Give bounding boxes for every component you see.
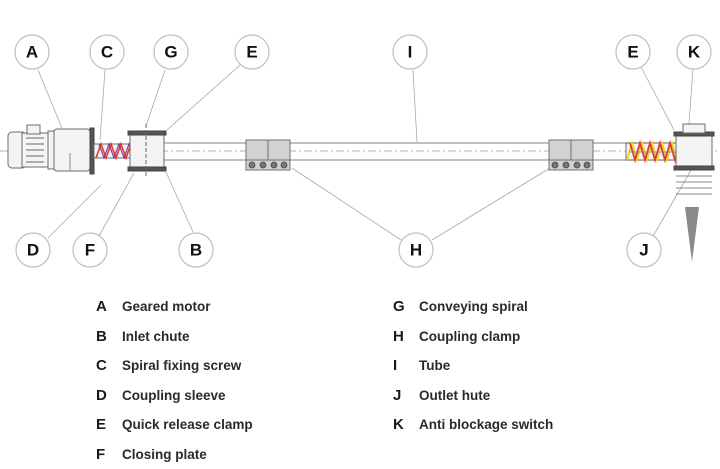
legend-label: Spiral fixing screw — [122, 358, 241, 373]
legend-label: Inlet chute — [122, 329, 190, 344]
legend-label: Anti blockage switch — [419, 417, 553, 432]
legend-item: D Coupling sleeve — [96, 381, 253, 411]
leader-i — [413, 70, 417, 142]
leader-b — [166, 172, 193, 232]
legend-item: H Coupling clamp — [393, 322, 553, 352]
legend-letter: K — [393, 416, 419, 433]
callout-e-right: E — [616, 35, 650, 69]
svg-text:G: G — [164, 43, 177, 62]
geared-motor — [8, 125, 94, 174]
legend-item: A Geared motor — [96, 292, 253, 322]
legend-label: Quick release clamp — [122, 417, 253, 432]
legend-label: Conveying spiral — [419, 299, 528, 314]
svg-text:K: K — [688, 43, 701, 62]
legend-letter: H — [393, 328, 419, 345]
callout-k: K — [677, 35, 711, 69]
legend-letter: E — [96, 416, 122, 433]
svg-text:E: E — [627, 43, 638, 62]
legend-left: A Geared motor B Inlet chute C Spiral fi… — [96, 292, 253, 469]
leader-h2 — [432, 168, 550, 240]
leader-e1 — [167, 65, 240, 130]
legend-right: G Conveying spiral H Coupling clamp I Tu… — [393, 292, 553, 440]
leader-c — [100, 70, 105, 140]
legend-item: C Spiral fixing screw — [96, 351, 253, 381]
legend-item: K Anti blockage switch — [393, 410, 553, 440]
outlet-chute — [674, 124, 714, 262]
callout-g: G — [154, 35, 188, 69]
callout-a: A — [15, 35, 49, 69]
svg-text:C: C — [101, 43, 113, 62]
coupling-clamp-2 — [549, 140, 593, 170]
callout-j: J — [627, 233, 661, 267]
legend-letter: D — [96, 387, 122, 404]
callout-i: I — [393, 35, 427, 69]
callout-c: C — [90, 35, 124, 69]
legend-letter: G — [393, 298, 419, 315]
svg-text:H: H — [410, 241, 422, 260]
callout-f: F — [73, 233, 107, 267]
svg-text:I: I — [408, 43, 413, 62]
leader-h1 — [292, 168, 401, 240]
legend-letter: I — [393, 357, 419, 374]
legend-letter: B — [96, 328, 122, 345]
legend-item: E Quick release clamp — [96, 410, 253, 440]
svg-text:A: A — [26, 43, 38, 62]
inlet-chute — [128, 124, 166, 178]
legend-label: Outlet hute — [419, 388, 490, 403]
svg-text:D: D — [27, 241, 39, 260]
legend-label: Tube — [419, 358, 450, 373]
legend-letter: J — [393, 387, 419, 404]
callout-e-left: E — [235, 35, 269, 69]
legend-letter: F — [96, 446, 122, 463]
svg-text:J: J — [639, 241, 648, 260]
legend-label: Geared motor — [122, 299, 211, 314]
legend-item: F Closing plate — [96, 440, 253, 469]
legend-label: Coupling clamp — [419, 329, 520, 344]
callout-d: D — [16, 233, 50, 267]
legend-item: J Outlet hute — [393, 381, 553, 411]
legend-item: B Inlet chute — [96, 322, 253, 352]
legend-letter: C — [96, 357, 122, 374]
leader-e2 — [640, 65, 674, 130]
callout-h: H — [399, 233, 433, 267]
legend-item: G Conveying spiral — [393, 292, 553, 322]
leader-a — [38, 70, 62, 128]
svg-text:E: E — [246, 43, 257, 62]
svg-text:F: F — [85, 241, 95, 260]
svg-text:B: B — [190, 241, 202, 260]
legend-label: Coupling sleeve — [122, 388, 226, 403]
callout-b: B — [179, 233, 213, 267]
leader-g — [146, 70, 165, 126]
leader-k — [689, 68, 693, 124]
conveyor-diagram: A C G E I E K D F B H J — [0, 0, 720, 280]
legend-letter: A — [96, 298, 122, 315]
legend-label: Closing plate — [122, 447, 207, 462]
leader-f — [99, 173, 134, 236]
legend-item: I Tube — [393, 351, 553, 381]
leader-d — [48, 185, 101, 238]
coupling-clamp-1 — [246, 140, 290, 170]
